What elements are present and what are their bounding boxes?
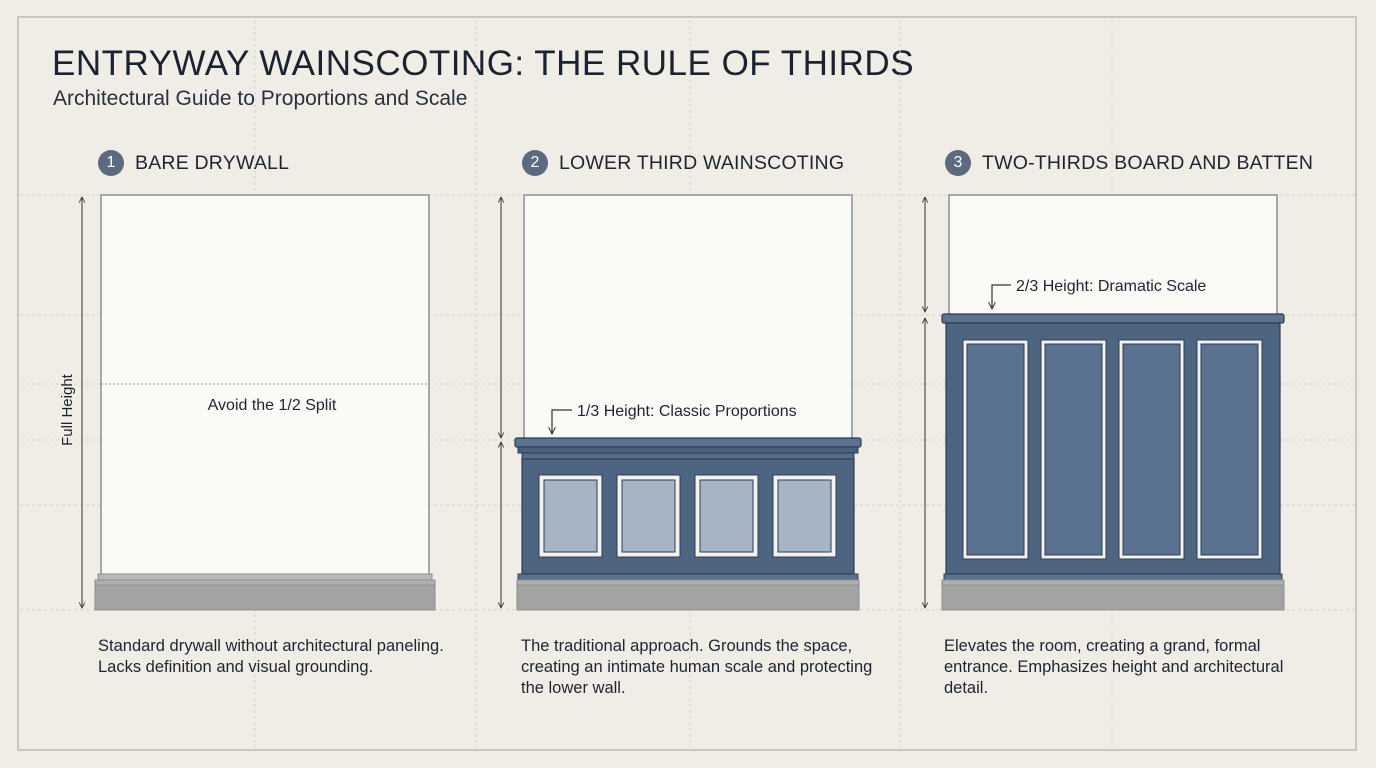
panel-1-annotation: Avoid the 1/2 Split: [208, 397, 337, 414]
panel-1-header: 1 BARE DRYWALL: [98, 150, 289, 176]
panel-3-wall: [948, 194, 1278, 321]
panel-3-number-badge: 3: [945, 150, 971, 176]
panel-3-header: 3 TWO-THIRDS BOARD AND BATTEN: [945, 150, 1313, 176]
panel-2-raised-panels: [538, 474, 837, 558]
outer-frame: [17, 16, 1357, 751]
panel-1-description: Standard drywall without architectural p…: [98, 637, 444, 676]
panel-1-wall: [100, 194, 430, 581]
page-subtitle: Architectural Guide to Proportions and S…: [53, 87, 468, 110]
panel-2-description: The traditional approach. Grounds the sp…: [521, 637, 873, 697]
panel-2-callout-leader: [552, 409, 572, 434]
panel-1-number-badge: 1: [98, 150, 124, 176]
panel-2-number-badge: 2: [522, 150, 548, 176]
panel-1-title: BARE DRYWALL: [135, 151, 290, 174]
page-title: ENTRYWAY WAINSCOTING: THE RULE OF THIRDS: [52, 44, 915, 83]
full-height-label: Full Height: [59, 373, 76, 446]
panel-1-baseboard: [94, 573, 436, 611]
panel-3-title: TWO-THIRDS BOARD AND BATTEN: [982, 151, 1314, 174]
panel-3-cap-rail: [941, 313, 1285, 324]
panel-3-board-and-batten: [941, 313, 1285, 611]
panel-3-annotation: 2/3 Height: Dramatic Scale: [1016, 278, 1206, 295]
panel-2-wall: [523, 194, 853, 446]
panel-3-callout-leader: [992, 284, 1011, 309]
panel-3-tall-panels: [962, 339, 1263, 560]
panel-2-cap-rail: [514, 437, 862, 448]
panel-3-description: Elevates the room, creating a grand, for…: [944, 637, 1284, 697]
panel-2-annotation: 1/3 Height: Classic Proportions: [577, 403, 797, 420]
panel-2-wainscoting: [514, 437, 862, 611]
panel-2-header: 2 LOWER THIRD WAINSCOTING: [522, 150, 844, 176]
panel-2-title: LOWER THIRD WAINSCOTING: [559, 151, 845, 174]
